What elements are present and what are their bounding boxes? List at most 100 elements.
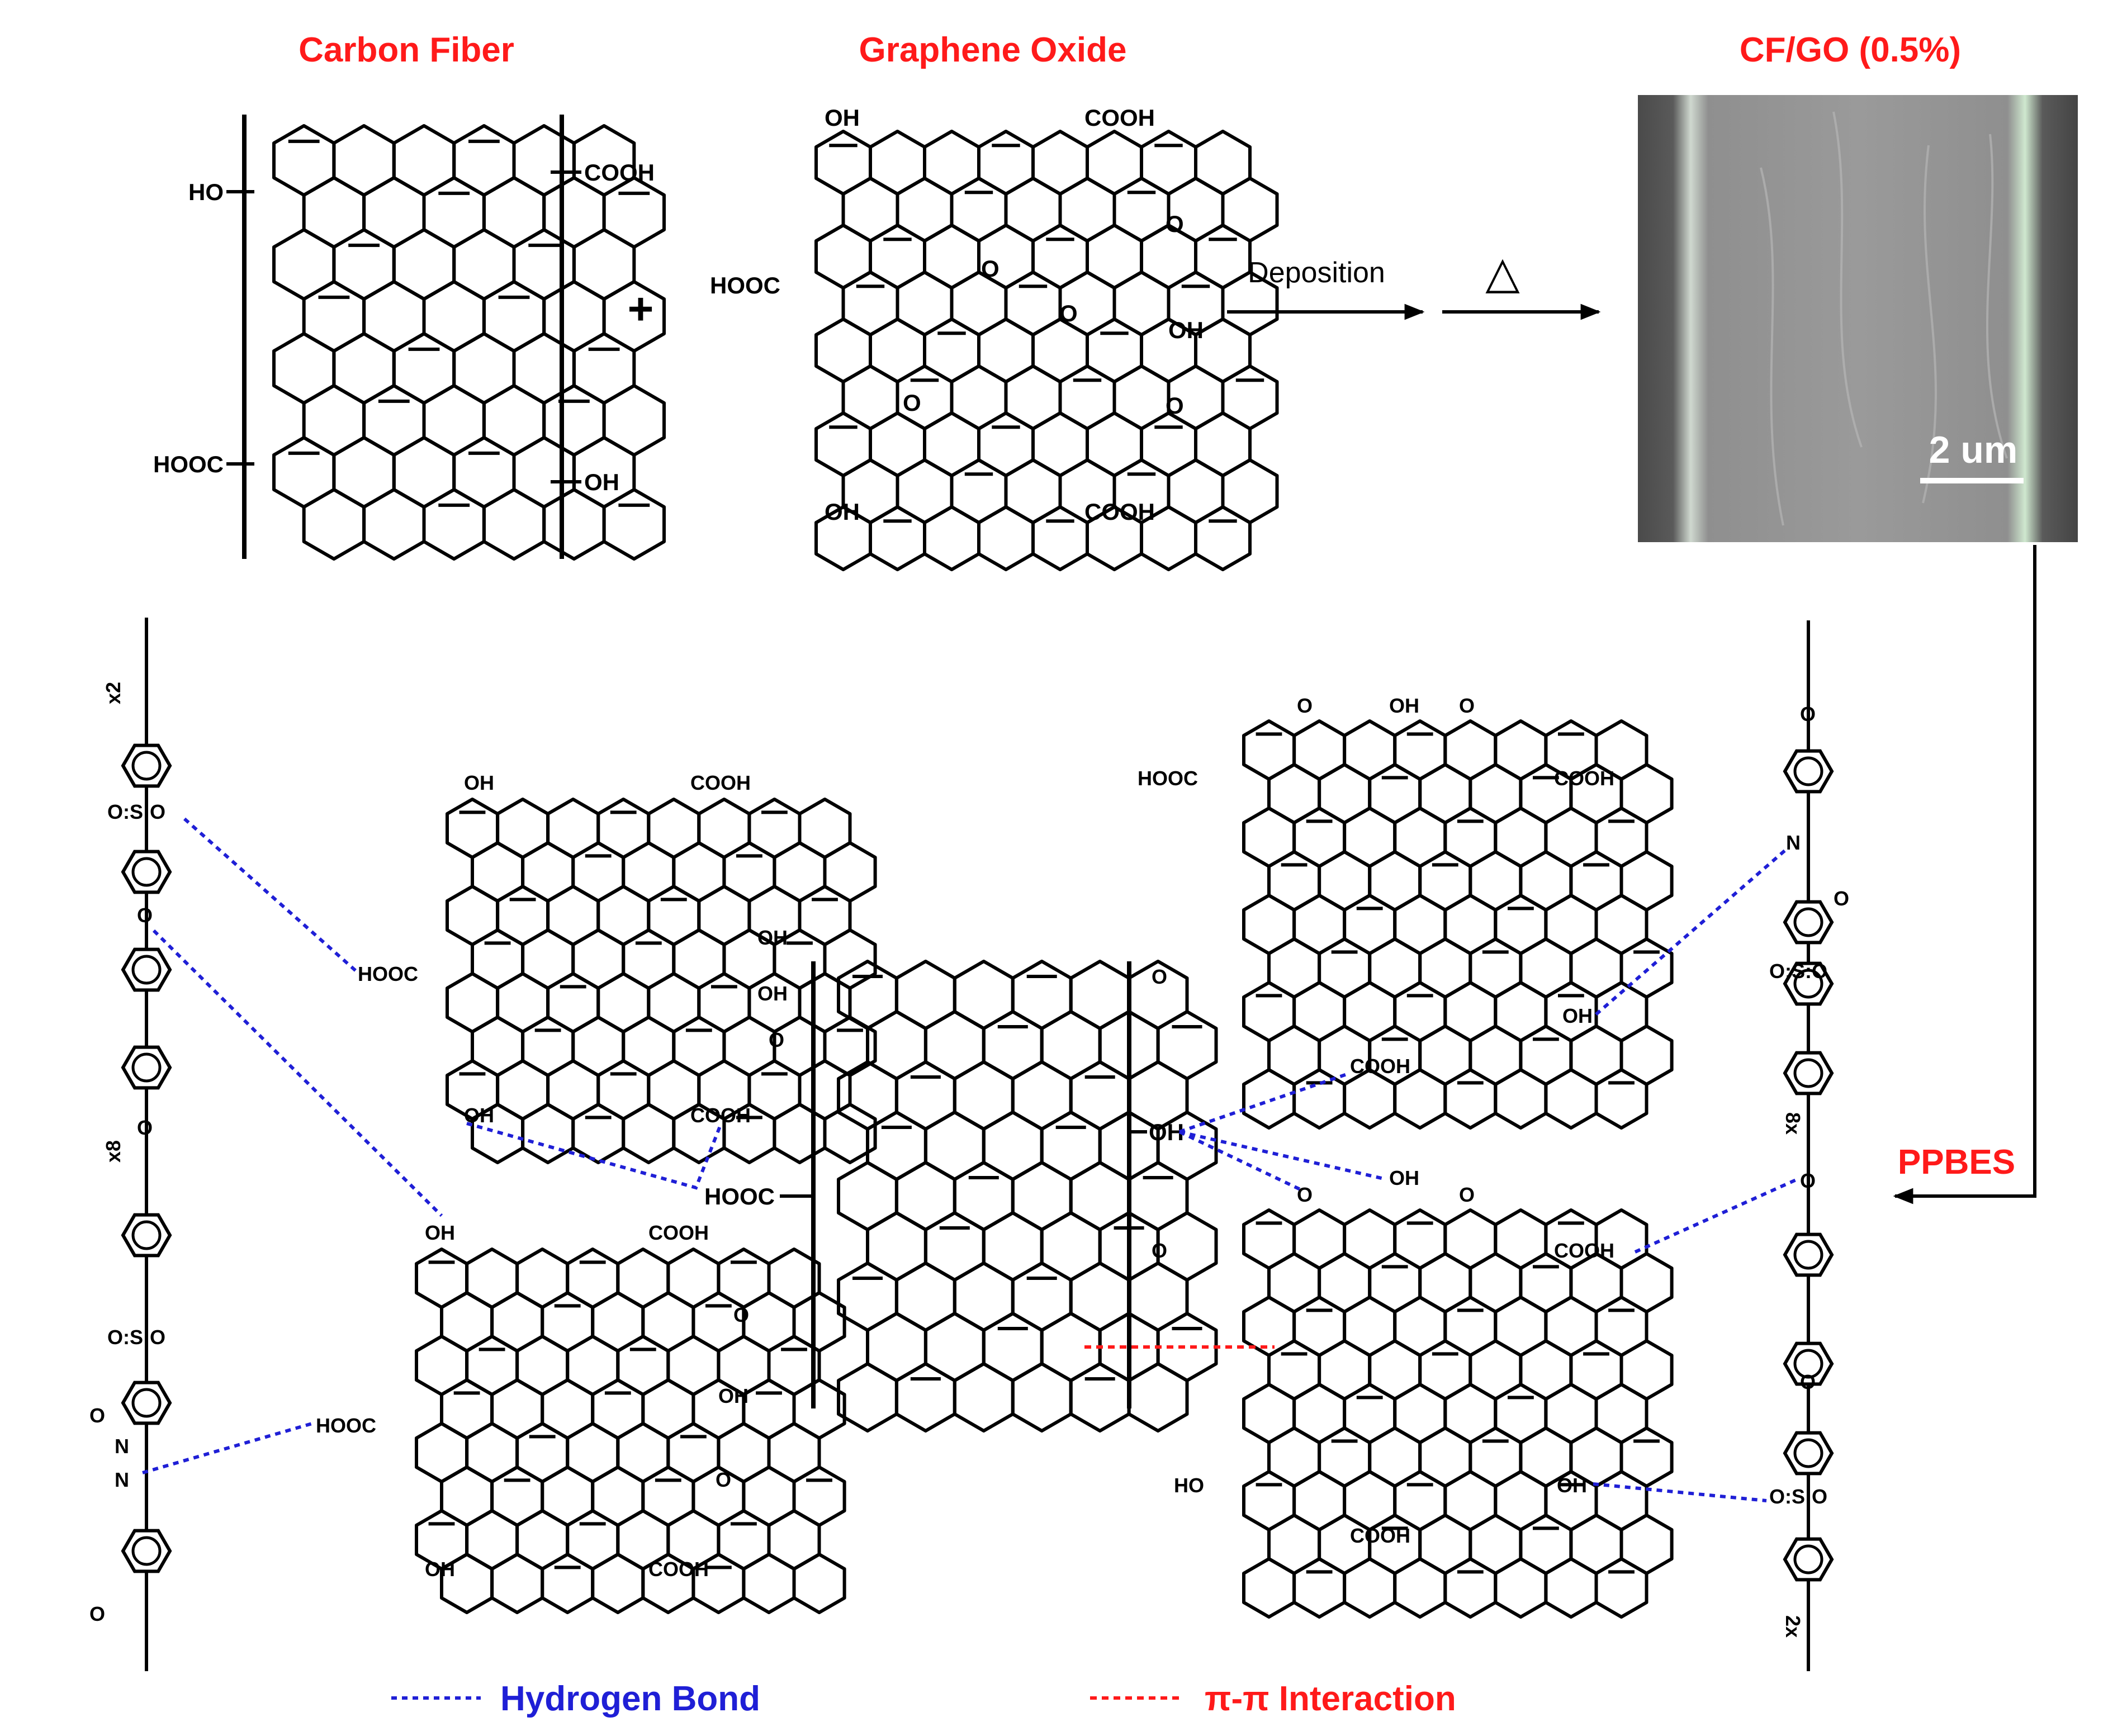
benzene-ring xyxy=(121,1045,172,1090)
go2-hooc-left: HOOC xyxy=(316,1414,376,1437)
go1-oh-top: OH xyxy=(464,771,494,794)
go-oh-bottom-left: OH xyxy=(825,499,860,525)
go1-oh-right-2: OH xyxy=(757,982,788,1005)
hexagon-ring xyxy=(977,505,1035,571)
benzene-ring xyxy=(121,850,172,894)
go2-cooh-bottom: COOH xyxy=(648,1558,709,1581)
ppbes-arrow xyxy=(1893,545,2036,1204)
hexagon-ring xyxy=(1494,1068,1548,1130)
go3-oh-top: OH xyxy=(1389,694,1419,717)
go-sheet-lr-lattice xyxy=(1242,1208,1674,1619)
right-carbonyl-o: O xyxy=(1834,887,1849,910)
aromatic-circle xyxy=(1793,969,1823,999)
hexagon-ring xyxy=(773,1103,827,1164)
hexagon-ring xyxy=(482,488,546,561)
benzene-ring xyxy=(1783,1341,1834,1386)
hexagon-ring xyxy=(1343,1068,1397,1130)
hexagon-ring xyxy=(792,1553,846,1614)
hexagon-ring xyxy=(1443,1068,1498,1130)
central-oh-label: OH xyxy=(1149,1119,1184,1145)
go3-epoxy-top-2: O xyxy=(1459,694,1475,717)
hexagon-ring xyxy=(823,1103,877,1164)
benzene-ring xyxy=(121,947,172,992)
go-epoxy-1: O xyxy=(1166,211,1184,237)
right-o-top: O xyxy=(1800,703,1816,725)
legend: Hydrogen Bond π-π Interaction xyxy=(391,1680,1456,1718)
left-o-3: O xyxy=(89,1602,105,1625)
go-epoxy-2: O xyxy=(1166,392,1184,419)
aromatic-circle xyxy=(1793,1349,1823,1379)
hexagon-ring xyxy=(422,488,486,561)
hexagon-ring xyxy=(1393,1557,1447,1619)
go-oh-right: OH xyxy=(1168,317,1204,343)
left-n-1: N xyxy=(115,1435,129,1458)
hexagon-ring xyxy=(1069,1362,1131,1433)
go-sheet-upper-right: O OH O HOOC COOH OH COOH O xyxy=(1138,694,1674,1130)
aromatic-circle xyxy=(131,1388,162,1418)
go4-epoxy-top-1: O xyxy=(1297,1183,1313,1206)
graphene-oxide-lattice xyxy=(814,130,1279,571)
cf-cooh-label: COOH xyxy=(584,159,655,186)
hexagon-ring xyxy=(541,1553,595,1614)
cf-hooc-label: HOOC xyxy=(153,451,224,477)
go1-o-bridge: O xyxy=(769,1028,784,1051)
sem-scale-label: 2 um xyxy=(1929,429,2018,471)
hexagon-ring xyxy=(302,488,366,561)
go3-oh-right: OH xyxy=(1562,1004,1593,1027)
go4-ester-o: O xyxy=(1152,1239,1167,1262)
go-sheet-upper-left: OH COOH HOOC OH OH O OH COOH xyxy=(358,771,877,1164)
carbon-fiber-structure: HO COOH HOOC OH xyxy=(153,115,666,561)
go4-cooh-bottom: COOH xyxy=(1350,1524,1410,1547)
go2-oh-bottom: OH xyxy=(425,1558,455,1581)
benzene-ring xyxy=(1783,1051,1834,1095)
carbon-fiber-lattice xyxy=(272,124,666,561)
left-n-2: N xyxy=(115,1468,129,1491)
go2-epoxy-right: O xyxy=(716,1468,731,1491)
right-o-mid: O xyxy=(1800,1169,1816,1192)
hexagon-ring xyxy=(490,1553,544,1614)
aromatic-circle xyxy=(131,955,162,985)
benzene-ring xyxy=(1783,1537,1834,1582)
hexagon-ring xyxy=(622,1103,676,1164)
hexagon-ring xyxy=(591,1553,645,1614)
hexagon-ring xyxy=(923,505,980,571)
go-sheet-ll-lattice xyxy=(415,1248,846,1614)
aromatic-circle xyxy=(1793,907,1823,937)
hexagon-ring xyxy=(1242,1068,1296,1130)
hexagon-ring xyxy=(362,488,426,561)
hexagon-ring xyxy=(1194,505,1252,571)
left-oso-2: O:S:O xyxy=(107,1326,165,1349)
benzene-ring xyxy=(1783,1232,1834,1277)
hexagon-ring xyxy=(1127,1362,1189,1433)
hexagon-ring xyxy=(1011,1362,1073,1433)
hexagon-ring xyxy=(542,488,606,561)
aromatic-circle xyxy=(131,857,162,887)
go2-oh-top: OH xyxy=(425,1221,455,1244)
go-epoxy-3: O xyxy=(981,255,999,282)
go-cooh-top-right: COOH xyxy=(1084,105,1155,131)
go-epoxy-4: O xyxy=(1059,300,1078,326)
benzene-ring xyxy=(1783,1431,1834,1476)
go-sheet-ur-lattice xyxy=(1242,719,1674,1130)
right-oso-1: O:S:O xyxy=(1769,960,1827,983)
central-hooc-label: HOOC xyxy=(704,1183,775,1209)
legend-hydrogen-label: Hydrogen Bond xyxy=(500,1680,760,1718)
right-n: N xyxy=(1786,831,1801,854)
left-o-1: O xyxy=(137,904,153,927)
go3-cooh-right: COOH xyxy=(1554,767,1614,790)
hexagon-ring xyxy=(1443,1557,1498,1619)
hexagon-ring xyxy=(1031,505,1089,571)
right-o-2: O xyxy=(1800,1370,1816,1393)
go-hooc-left: HOOC xyxy=(710,272,780,298)
aromatic-circle xyxy=(131,751,162,781)
go3-cooh-bottom: COOH xyxy=(1350,1055,1410,1078)
aromatic-circle xyxy=(1793,756,1823,786)
ppbes-label: PPBES xyxy=(1898,1143,2015,1182)
plus-sign: + xyxy=(628,284,654,334)
left-oso-1: O:S:O xyxy=(107,800,165,823)
benzene-ring xyxy=(121,1213,172,1258)
benzene-ring xyxy=(1783,749,1834,794)
go-sheet-lower-left: OH COOH HOOC OH O OH COOH O xyxy=(316,1221,846,1614)
aromatic-circle xyxy=(131,1220,162,1250)
legend-pi-label: π-π Interaction xyxy=(1205,1680,1456,1718)
